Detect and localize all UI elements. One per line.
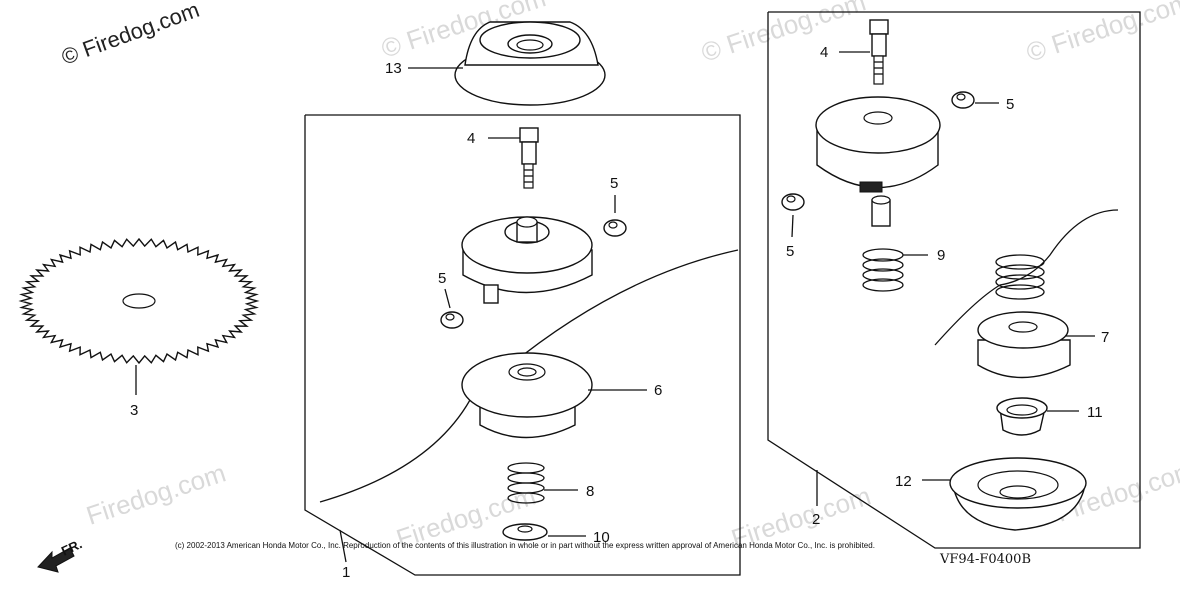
part-10-washer: [502, 523, 548, 541]
part-5-grommet-a: [603, 219, 627, 237]
part-9-spring: [862, 248, 904, 292]
callout-3: 3: [130, 402, 138, 419]
part-12-cap: [949, 457, 1087, 531]
part-6-spool: [319, 249, 739, 503]
callout-4b: 4: [820, 44, 828, 61]
part-4-bolt-a: [519, 127, 539, 189]
trimmer-line-coil: [934, 209, 1119, 346]
callout-10: 10: [593, 529, 610, 546]
part-5-grommet-c: [951, 91, 975, 109]
callout-8: 8: [586, 483, 594, 500]
callout-1: 1: [342, 564, 350, 581]
front-direction-arrow: FR.: [37, 536, 84, 573]
callout-5c: 5: [1006, 96, 1014, 113]
callout-13: 13: [385, 60, 402, 77]
watermark-text: Firedog.com: [83, 458, 230, 531]
part-13-cover: [454, 21, 606, 106]
part-5-grommet-d: [781, 193, 805, 211]
callout-labels: 13 3 4 4 5 5 5 5 9 6 7 8 10 11 12 2 1: [130, 44, 1109, 581]
watermark-text: © Firedog.com: [698, 0, 870, 68]
part-4-bolt-b: [869, 19, 889, 85]
callout-7: 7: [1101, 329, 1109, 346]
callout-12: 12: [895, 473, 912, 490]
hub-assembly-2: [815, 96, 941, 193]
callout-5b: 5: [438, 270, 446, 287]
direction-label: FR.: [59, 536, 84, 558]
part-5-grommet-b: [440, 311, 464, 329]
callout-5a: 5: [610, 175, 618, 192]
assembly-1-frame: [304, 114, 741, 576]
part-3-blade: [18, 237, 260, 365]
callout-6: 6: [654, 382, 662, 399]
nut: [871, 195, 891, 227]
watermark-text: © Firedog.com: [1023, 0, 1180, 68]
assembly-2-frame: [767, 11, 1141, 549]
part-8-spring: [507, 462, 545, 504]
callout-9: 9: [937, 247, 945, 264]
callout-2: 2: [812, 511, 820, 528]
part-11-collar: [996, 397, 1048, 436]
copyright-notice: (c) 2002-2013 American Honda Motor Co., …: [175, 541, 875, 550]
diagram-code: VF94-F0400B: [939, 552, 1031, 567]
callout-11: 11: [1087, 404, 1103, 421]
hub-assembly-1: [461, 216, 593, 304]
part-7-spool: [977, 311, 1071, 379]
callout-5d: 5: [786, 243, 794, 260]
callout-4a: 4: [467, 130, 475, 147]
watermark-main: © Firedog.com: [58, 0, 202, 70]
leader-lines: [135, 51, 1095, 563]
